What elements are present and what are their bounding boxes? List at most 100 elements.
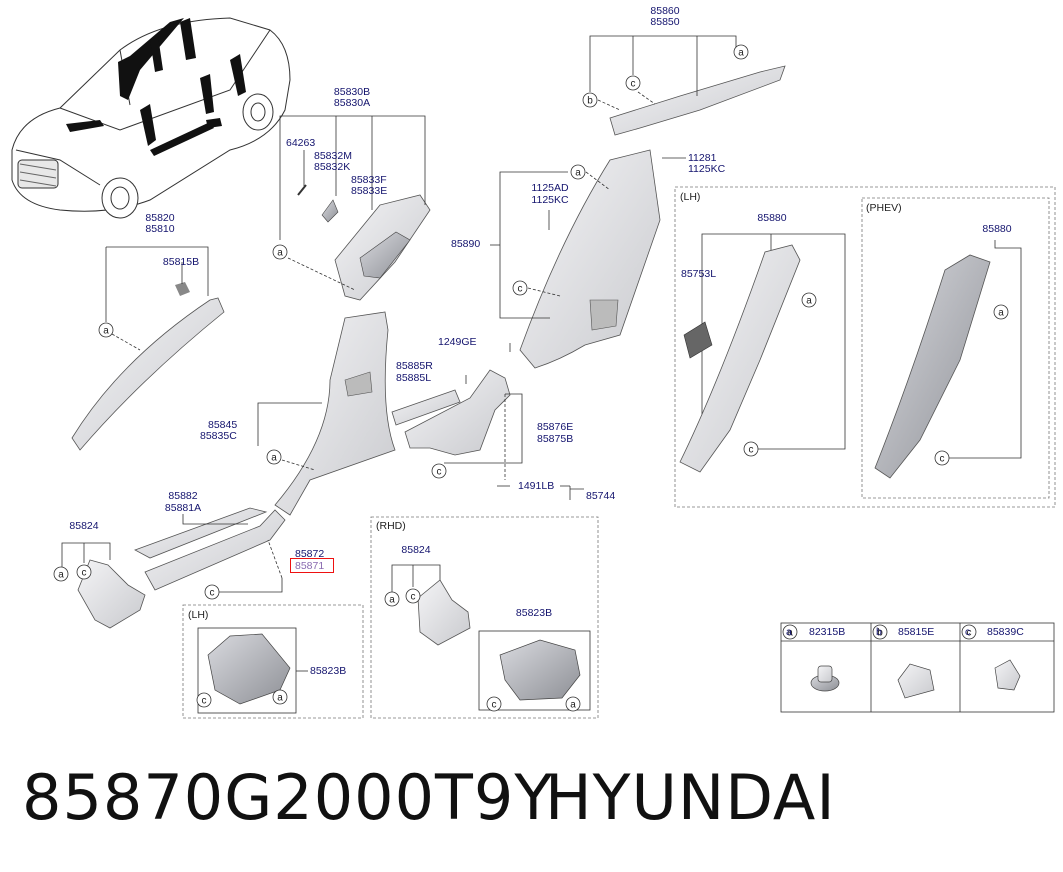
callout-letter-a: a: [806, 296, 812, 307]
label-85835c[interactable]: 85835C: [200, 430, 237, 442]
callout-circle-b: [582, 92, 598, 108]
door-scuff-85885: [391, 389, 461, 426]
label-85880-b[interactable]: 85880: [982, 223, 1012, 235]
callout-letter-a: a: [277, 248, 283, 259]
callout-letter-a: a: [277, 693, 283, 704]
label-1125kc-b[interactable]: 1125KC: [531, 194, 569, 206]
label-85872[interactable]: 85872: [295, 548, 325, 560]
label-85875b[interactable]: 85875B: [537, 433, 574, 445]
callout-letter-b: b: [877, 628, 883, 639]
leader-lines-cowl: [61, 542, 111, 567]
label-64263[interactable]: 64263: [286, 137, 316, 149]
callout-circle-c: [961, 624, 977, 640]
box-lh-c-pillar: [674, 186, 1056, 508]
callout-circle-a: [733, 44, 749, 60]
label-85823b-b[interactable]: 85823B: [515, 607, 553, 619]
callout-letter-c: c: [411, 592, 416, 603]
label-1491lb[interactable]: 1491LB: [518, 480, 555, 492]
label-85830b[interactable]: 85830B: [333, 86, 371, 98]
label-85753l[interactable]: 85753L: [681, 268, 717, 280]
callout-circle-c: [625, 75, 641, 91]
label-85850[interactable]: 85850: [650, 16, 680, 28]
legend-part-c[interactable]: 85839C: [987, 626, 1024, 638]
callout-circle-c: [486, 696, 502, 712]
label-85885l[interactable]: 85885L: [396, 372, 432, 384]
label-85832m[interactable]: 85832M: [314, 150, 352, 162]
label-85860[interactable]: 85860: [650, 5, 680, 17]
legend-letter-a: a: [786, 626, 792, 638]
label-85871-highlighted[interactable]: 85871: [295, 560, 325, 572]
label-85820[interactable]: 85820: [145, 212, 175, 224]
cowl-side-trim-85824: [77, 559, 146, 629]
vehicle-highlighted-trim: [66, 18, 246, 156]
label-85890[interactable]: 85890: [451, 238, 481, 250]
leader-lines-quarter: [444, 343, 584, 500]
callout-letter-c: c: [518, 284, 523, 295]
leader-lines-c-pillar: [490, 157, 686, 319]
box-label-rhd: (RHD): [376, 520, 406, 532]
callout-circle-a: [272, 244, 288, 260]
callout-letter-a: a: [58, 570, 64, 581]
callout-circle-a: [570, 164, 586, 180]
callout-letter-c: c: [82, 568, 87, 579]
clip-85839c-icon: [994, 659, 1021, 691]
label-85876e[interactable]: 85876E: [537, 421, 574, 433]
callout-circle-c: [512, 280, 528, 296]
label-85881a[interactable]: 85881A: [164, 502, 202, 514]
label-85880-a[interactable]: 85880: [757, 212, 787, 224]
label-85824-b[interactable]: 85824: [401, 544, 431, 556]
label-85833e[interactable]: 85833E: [351, 185, 388, 197]
label-85832k[interactable]: 85832K: [314, 161, 351, 173]
callout-circle-c: [204, 584, 220, 600]
highlight-box: [290, 558, 334, 573]
legend-part-a[interactable]: 82315B: [809, 626, 846, 638]
label-85744[interactable]: 85744: [586, 490, 616, 502]
callout-circle-c: [934, 450, 950, 466]
a-pillar-trim: [71, 262, 225, 451]
label-11281[interactable]: 11281: [688, 152, 717, 164]
label-85824-a[interactable]: 85824: [69, 520, 99, 532]
label-85845[interactable]: 85845: [208, 419, 238, 431]
label-85882[interactable]: 85882: [168, 490, 198, 502]
callout-letter-c: c: [749, 445, 754, 456]
label-85885r[interactable]: 85885R: [396, 360, 433, 372]
leader-lines-b-pillar-lower: [257, 402, 322, 471]
label-85830a[interactable]: 85830A: [333, 97, 371, 109]
leader-lines-scuff: [182, 514, 283, 593]
callout-letter-a: a: [570, 700, 576, 711]
legend-letter-b: b: [876, 626, 882, 638]
callout-letter-c: c: [437, 467, 442, 478]
label-85810[interactable]: 85810: [145, 223, 175, 235]
callout-circle-c: [431, 463, 447, 479]
front-scuff-85881: [134, 507, 286, 591]
callout-circle-c: [196, 692, 212, 708]
callout-letter-c: c: [210, 588, 215, 599]
label-85833f[interactable]: 85833F: [351, 174, 387, 186]
box-rhd: [370, 516, 599, 719]
footer-brand: HYUNDAI: [545, 761, 836, 834]
label-85815b[interactable]: 85815B: [162, 256, 200, 268]
clip-82315b-icon: [810, 665, 840, 692]
callout-letter-b: b: [587, 96, 593, 107]
callout-circle-a: [266, 449, 282, 465]
leader-lines-a-pillar: [105, 246, 209, 351]
callout-circle-c: [743, 441, 759, 457]
callout-circle-a: [98, 322, 114, 338]
callout-letter-a: a: [271, 453, 277, 464]
b-pillar-lower-trim: [274, 311, 396, 516]
callout-circle-b: [872, 624, 888, 640]
callout-circle-a: [782, 624, 798, 640]
callout-circle-c: [76, 564, 92, 580]
footer-caption: 85870G2000T9Y HYUNDAI: [0, 756, 1063, 856]
legend-part-b[interactable]: 85815E: [898, 626, 935, 638]
label-1125ad[interactable]: 1125AD: [531, 182, 569, 194]
callout-circle-a: [53, 566, 69, 582]
label-1125kc-a[interactable]: 1125KC: [688, 163, 726, 175]
callout-letter-a: a: [389, 595, 395, 606]
label-85823b-a[interactable]: 85823B: [310, 665, 347, 677]
label-1249ge[interactable]: 1249GE: [438, 336, 477, 348]
callout-letter-a: a: [998, 308, 1004, 319]
box-label-phev: (PHEV): [866, 202, 902, 214]
callout-circle-a: [384, 591, 400, 607]
